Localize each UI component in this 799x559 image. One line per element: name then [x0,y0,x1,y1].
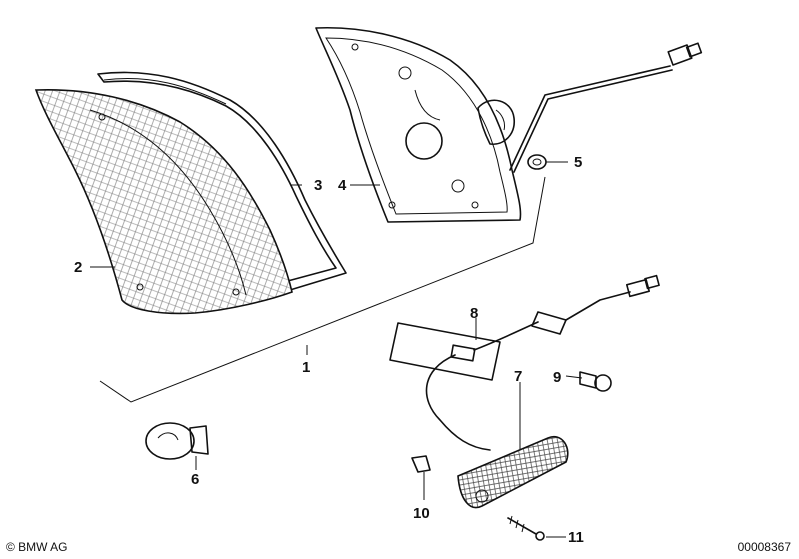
callout-7: 7 [514,368,522,385]
part-lens [34,88,293,315]
leader-lines [90,184,583,538]
assembly-bracket [99,176,546,403]
part-housing [315,26,522,223]
part-grommet [527,154,568,170]
part-marker-lens [457,435,569,509]
part-screw [507,515,545,541]
callout-8: 8 [470,305,478,322]
part-marker-base [389,274,660,381]
callout-2: 2 [74,259,82,276]
document-number: 00008367 [737,540,791,554]
part-clip [411,455,431,500]
callout-5: 5 [574,154,582,171]
callout-9: 9 [553,369,561,386]
callout-4: 4 [338,177,347,194]
callout-11: 11 [568,529,584,546]
callout-3: 3 [314,177,322,194]
callout-10: 10 [413,505,430,522]
copyright-notice: © BMW AG [6,540,68,554]
harness-lower [425,354,491,451]
callout-1: 1 [302,359,310,376]
part-small-bulb [579,371,612,392]
callout-6: 6 [191,471,199,488]
part-bulb [145,422,209,470]
harness-upper [509,42,703,173]
